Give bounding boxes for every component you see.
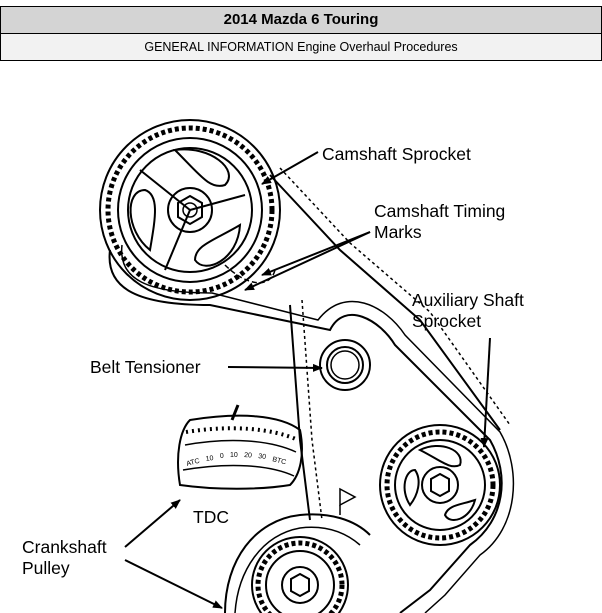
label-belt-tensioner: Belt Tensioner [90,357,201,377]
document-title: 2014 Mazda 6 Touring [0,6,602,34]
document-subtitle: GENERAL INFORMATION Engine Overhaul Proc… [0,33,602,61]
label-auxiliary-shaft-sprocket-line1: Auxiliary Shaft [412,290,524,310]
timing-belt [108,167,515,613]
crankshaft-sprocket [224,487,371,613]
label-camshaft-sprocket: Camshaft Sprocket [322,144,471,164]
label-camshaft-timing-marks-line1: Camshaft Timing [374,201,505,221]
scale-atc: ATC [186,458,201,468]
label-crankshaft-pulley-line1: Crankshaft [22,537,107,557]
timing-scale-numbers: ATC 10 0 10 20 30 BTC [186,452,287,468]
label-crankshaft-pulley-line2: Pulley [22,558,70,578]
scale-10b: 10 [230,452,238,459]
scale-btc: BTC [272,456,287,466]
scale-20: 20 [244,452,252,460]
label-tdc: TDC [193,507,229,527]
leader-arrows [124,151,491,609]
scale-30: 30 [258,453,267,461]
scale-0: 0 [220,453,224,460]
camshaft-sprocket [99,119,281,301]
label-auxiliary-shaft-sprocket-line2: Sprocket [412,311,481,331]
auxiliary-shaft-sprocket [379,424,501,546]
belt-tensioner [319,339,371,391]
timing-scale [177,404,303,490]
scale-10a: 10 [205,455,214,463]
label-camshaft-timing-marks-line2: Marks [374,222,422,242]
